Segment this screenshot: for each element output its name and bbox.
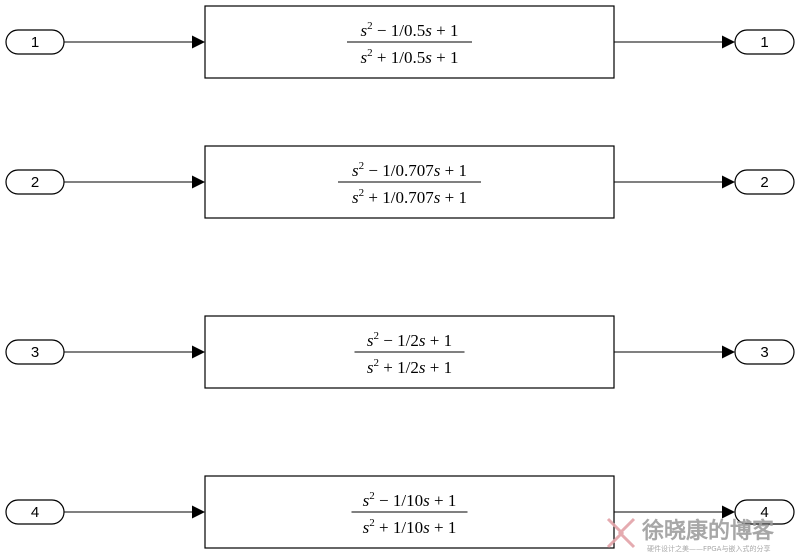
outport-2[interactable]: 2 xyxy=(734,169,795,195)
arrow-in-icon xyxy=(192,35,205,49)
outport-4-shape[interactable] xyxy=(734,499,795,525)
tf-denominator: s2 + 1/10s + 1 xyxy=(363,517,457,537)
outport-1[interactable]: 1 xyxy=(734,29,795,55)
inport-3[interactable]: 3 xyxy=(5,339,65,365)
tf-numerator: s2 − 1/0.707s + 1 xyxy=(352,160,467,180)
transfer-fcn-block[interactable]: s2 − 1/0.707s + 1 s2 + 1/0.707s + 1 xyxy=(204,145,615,219)
watermark-subtitle: 硬件设计之美——FPGA与嵌入式的分享 xyxy=(647,544,770,553)
outport-3-shape[interactable] xyxy=(734,339,795,365)
outport-2-shape[interactable] xyxy=(734,169,795,195)
arrow-in-icon xyxy=(192,505,205,519)
inport-1[interactable]: 1 xyxy=(5,29,65,55)
transfer-fcn-block[interactable]: s2 − 1/2s + 1 s2 + 1/2s + 1 xyxy=(204,315,615,389)
inport-4[interactable]: 4 xyxy=(5,499,65,525)
outport-4-label: 4 xyxy=(760,504,768,521)
tf-denominator: s2 + 1/0.5s + 1 xyxy=(361,47,459,67)
outport-1-label: 1 xyxy=(760,34,768,51)
watermark-title: 徐晓康的博客 xyxy=(641,518,775,544)
outport-1-shape[interactable] xyxy=(734,29,795,55)
arrow-out-icon xyxy=(722,345,735,359)
tf-denominator: s2 + 1/0.707s + 1 xyxy=(352,187,467,207)
outport-3-label: 3 xyxy=(760,344,768,361)
inport-2-label: 2 xyxy=(31,174,39,191)
inport-1-label: 1 xyxy=(31,34,39,51)
inport-2[interactable]: 2 xyxy=(5,169,65,195)
transfer-fcn-block[interactable]: s2 − 1/10s + 1 s2 + 1/10s + 1 xyxy=(204,475,615,549)
diagram-row: 1 s2 − 1/0.5s + 1 s2 + 1/0.5s + 1 1 xyxy=(5,5,795,79)
watermark: 徐晓康的博客 硬件设计之美——FPGA与嵌入式的分享 xyxy=(606,517,775,553)
diagram-row: 3 s2 − 1/2s + 1 s2 + 1/2s + 1 3 xyxy=(5,315,795,389)
watermark-logo-icon xyxy=(606,517,636,549)
outport-3[interactable]: 3 xyxy=(734,339,795,365)
tf-denominator: s2 + 1/2s + 1 xyxy=(367,357,452,377)
arrow-out-icon xyxy=(722,35,735,49)
tf-numerator: s2 − 1/2s + 1 xyxy=(367,330,452,350)
transfer-fcn-block[interactable]: s2 − 1/0.5s + 1 s2 + 1/0.5s + 1 xyxy=(204,5,615,79)
arrow-out-icon xyxy=(722,175,735,189)
tf-numerator: s2 − 1/10s + 1 xyxy=(363,490,457,510)
arrow-in-icon xyxy=(192,345,205,359)
outport-2-label: 2 xyxy=(760,174,768,191)
outport-4[interactable]: 4 xyxy=(734,499,795,525)
tf-numerator: s2 − 1/0.5s + 1 xyxy=(361,20,459,40)
arrow-in-icon xyxy=(192,175,205,189)
inport-4-label: 4 xyxy=(31,504,39,521)
inport-3-label: 3 xyxy=(31,344,39,361)
diagram-row: 2 s2 − 1/0.707s + 1 s2 + 1/0.707s + 1 2 xyxy=(5,145,795,219)
arrow-out-icon xyxy=(722,505,735,519)
diagram-row: 4 s2 − 1/10s + 1 s2 + 1/10s + 1 4 xyxy=(5,475,795,549)
